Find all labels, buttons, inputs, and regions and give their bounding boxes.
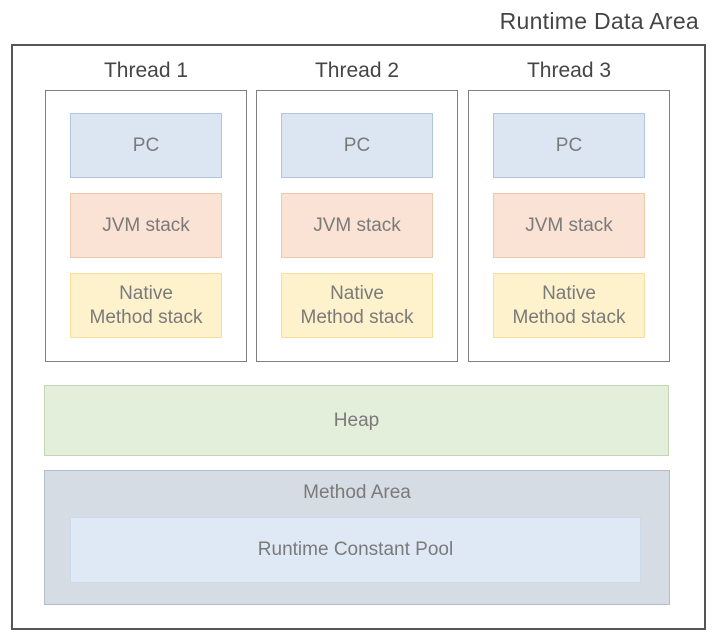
thread-1-label: Thread 1 xyxy=(103,59,189,82)
thread-3-jvm-stack-block: JVM stack xyxy=(493,193,645,258)
thread-3-native-method-stack-block: Native Method stack xyxy=(493,273,645,338)
thread-1-box: PC JVM stack Native Method stack xyxy=(45,90,247,362)
thread-3-box: PC JVM stack Native Method stack xyxy=(468,90,670,362)
thread-1-jvm-stack-block: JVM stack xyxy=(70,193,222,258)
thread-3-label: Thread 3 xyxy=(526,59,612,82)
runtime-constant-pool-block: Runtime Constant Pool xyxy=(70,517,641,583)
thread-2-pc-block: PC xyxy=(281,113,433,178)
thread-3-pc-block: PC xyxy=(493,113,645,178)
thread-1-pc-block: PC xyxy=(70,113,222,178)
method-area-block: Method Area Runtime Constant Pool xyxy=(44,470,670,605)
diagram-title: Runtime Data Area xyxy=(499,8,699,34)
thread-2-box: PC JVM stack Native Method stack xyxy=(256,90,458,362)
heap-block: Heap xyxy=(44,385,669,456)
thread-2-native-method-stack-block: Native Method stack xyxy=(281,273,433,338)
thread-1-native-method-stack-block: Native Method stack xyxy=(70,273,222,338)
method-area-label: Method Area xyxy=(303,482,411,503)
thread-2-jvm-stack-block: JVM stack xyxy=(281,193,433,258)
thread-2-label: Thread 2 xyxy=(314,59,400,82)
